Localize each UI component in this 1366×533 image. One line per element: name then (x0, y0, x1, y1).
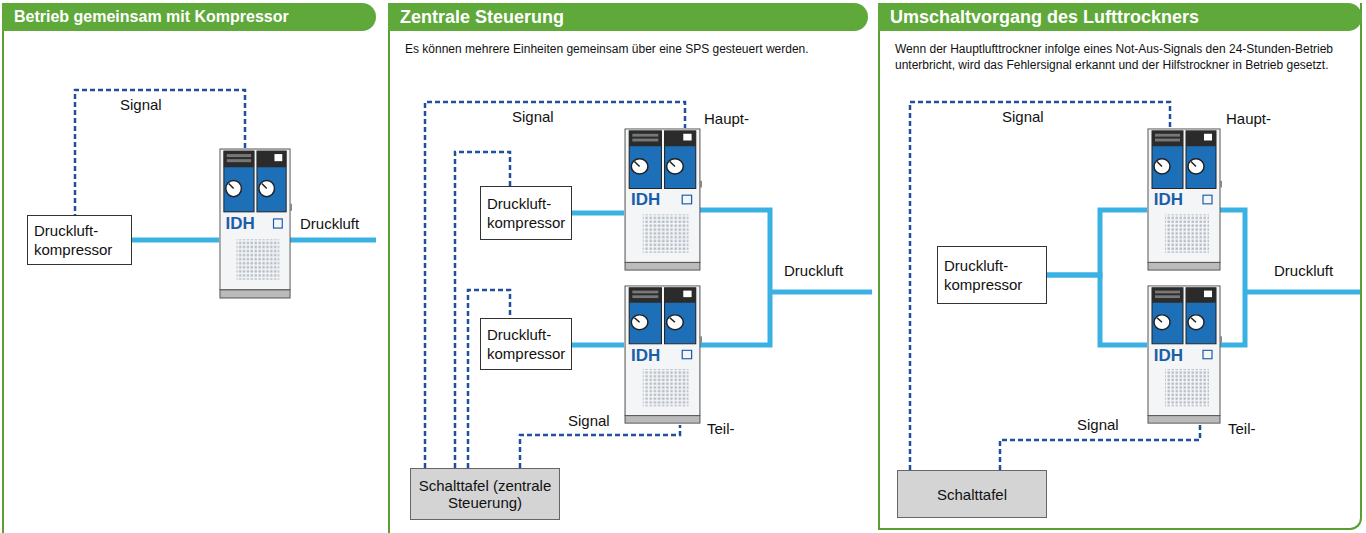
signal-line (910, 102, 1170, 470)
compressed-air-line (572, 345, 624, 346)
edge-label: Signal (1075, 416, 1121, 434)
air-dryer-unit: IDH (1147, 285, 1222, 425)
port-label: Teil- (1226, 420, 1258, 438)
model-logo: IDH (1154, 347, 1183, 365)
connector-path (1047, 275, 1147, 345)
box-text: Druckluft- kompressor (944, 256, 1040, 294)
port-label: Teil- (705, 420, 737, 438)
section-heading: Betrieb gemeinsam mit Kompressor (2, 3, 376, 31)
compressor-box: Druckluft- kompressor (480, 186, 572, 240)
air-dryer-unit: IDH (624, 128, 702, 272)
section-heading: Umschaltvorgang des Lufttrockners (878, 3, 1362, 31)
section-description: Es können mehrere Einheiten gemeinsam üb… (405, 41, 860, 57)
edge-label: Signal (1000, 108, 1046, 126)
connector-path (468, 290, 510, 468)
signal-line (468, 290, 510, 468)
control-panel-box: Schalttafel (897, 470, 1047, 518)
air-dryer-unit: IDH (624, 285, 702, 425)
connector-path (910, 102, 1170, 470)
edge-label: Signal (118, 96, 164, 114)
connector-path (572, 343, 624, 348)
model-logo: IDH (631, 191, 660, 209)
section-description: Wenn der Hauptlufttrockner infolge eines… (895, 41, 1350, 73)
connector-path (572, 211, 624, 216)
port-label: Druckluft (298, 215, 361, 233)
compressed-air-line (572, 213, 624, 214)
section-panel: Betrieb gemeinsam mit KompressorDruckluf… (2, 3, 376, 533)
connector-path (1047, 210, 1147, 275)
model-logo: IDH (631, 347, 660, 365)
control-panel-box: Schalttafel (zentrale Steuerung) (410, 468, 560, 520)
port-label: Haupt- (702, 110, 751, 128)
compressed-air-line (132, 240, 219, 241)
box-text: Schalttafel (zentrale Steuerung) (417, 477, 553, 511)
model-logo: IDH (226, 215, 255, 233)
connector-path (520, 425, 680, 468)
compressor-box: Druckluft- kompressor (480, 318, 572, 370)
air-dryer-unit: IDH (1147, 128, 1222, 272)
port-label: Druckluft (782, 262, 845, 280)
box-text: Druckluft- kompressor (487, 194, 565, 232)
edge-label: Signal (510, 108, 556, 126)
port-label: Druckluft (1272, 262, 1335, 280)
signal-line (520, 425, 680, 468)
compressor-box: Druckluft- kompressor (937, 246, 1047, 304)
compressed-air-line (1047, 210, 1147, 275)
air-dryer-unit: IDH (219, 148, 292, 300)
box-text: Schalttafel (937, 486, 1007, 503)
port-label: Haupt- (1224, 110, 1273, 128)
model-logo: IDH (1154, 191, 1183, 209)
connector-path (132, 238, 219, 243)
compressed-air-line (1047, 275, 1147, 345)
box-text: Druckluft- kompressor (487, 325, 565, 363)
box-text: Druckluft- kompressor (34, 221, 125, 259)
section-heading: Zentrale Steuerung (388, 3, 868, 31)
edge-label: Signal (566, 412, 612, 430)
compressor-box: Druckluft- kompressor (27, 215, 132, 265)
